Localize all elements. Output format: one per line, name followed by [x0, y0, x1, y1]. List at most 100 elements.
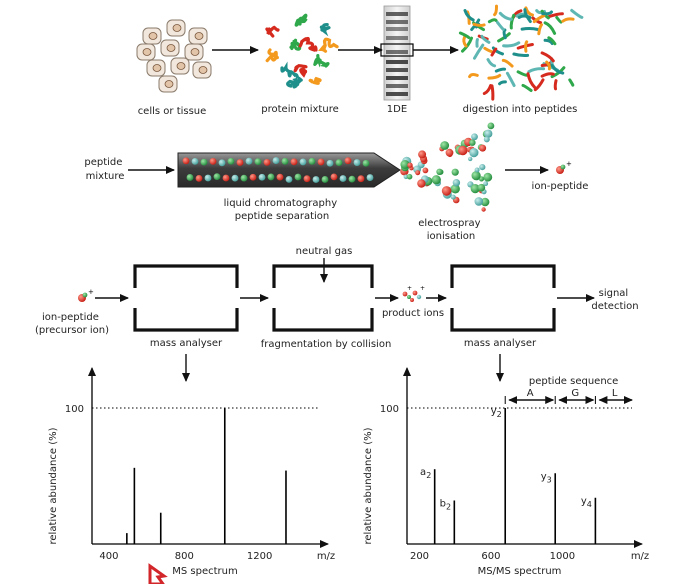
mass-analyser-2-box	[450, 264, 556, 332]
peptide-fragment	[490, 84, 495, 101]
peptide-fragment	[540, 51, 555, 63]
peptide-fragment	[472, 22, 486, 27]
signal-line2: detection	[591, 301, 638, 312]
spray-droplet	[436, 168, 443, 175]
spray-droplet	[451, 168, 459, 176]
peptide-fragment	[493, 4, 499, 17]
peptide-fragment	[494, 67, 507, 73]
chart-title: MS/MS spectrum	[478, 566, 562, 577]
spray-droplet	[479, 164, 486, 171]
gel-band	[386, 12, 408, 16]
peptide-fragment	[515, 12, 526, 18]
protein-blob	[319, 23, 331, 37]
mass-analyser-1-label: mass analyser	[150, 338, 223, 349]
peptide-fragment	[473, 43, 485, 60]
peptide-fragment	[540, 72, 555, 78]
protein-blob	[313, 54, 330, 68]
peptide-fragment	[524, 40, 529, 53]
svg-text:+: +	[566, 160, 572, 168]
spray-droplet	[418, 150, 427, 159]
lc-line2: peptide separation	[235, 211, 329, 222]
peak-label: b2	[440, 498, 451, 511]
spray-droplet	[400, 160, 410, 169]
spray-droplet	[470, 184, 480, 194]
peptide-fragment	[545, 60, 552, 71]
protein-blob	[298, 36, 318, 52]
x-tick-label: 1000	[550, 551, 575, 562]
cell	[160, 39, 180, 57]
lc-bead	[335, 159, 343, 167]
peptide-fragment	[487, 73, 502, 80]
peak-label: a2	[420, 467, 431, 480]
peptide-fragment	[521, 83, 533, 92]
peptide-fragment	[458, 31, 471, 39]
peptide-fragment	[486, 58, 497, 68]
spray-droplet	[450, 184, 460, 194]
peptide-fragment	[480, 34, 491, 44]
electrospray-plume	[400, 122, 495, 212]
peptide-fragment	[501, 58, 514, 68]
spray-droplet	[477, 183, 486, 192]
lc-bead	[312, 176, 320, 183]
spray-droplet	[487, 122, 495, 130]
spray-droplet	[471, 171, 481, 181]
peptide-fragment	[502, 28, 507, 40]
mass-analyser-1-box	[133, 264, 239, 332]
lc-bead	[348, 175, 356, 183]
product-ions-icon: ++	[402, 285, 425, 302]
mouse-cursor-icon	[148, 563, 168, 584]
protein-blob	[286, 76, 302, 89]
lc-bead	[240, 174, 248, 182]
x-tick-label: 600	[481, 551, 500, 562]
lc-bead	[200, 158, 208, 166]
x-axis-label: m/z	[317, 551, 335, 562]
spray-droplet	[406, 173, 413, 180]
lc-bead	[276, 173, 284, 181]
esi-line2: ionisation	[427, 231, 476, 242]
lc-bead	[285, 175, 293, 183]
cell	[170, 57, 190, 75]
lc-bead	[321, 176, 329, 183]
chart-title: MS spectrum	[172, 566, 237, 577]
ion-peptide-label: ion-peptide	[532, 181, 589, 192]
spray-droplet	[440, 141, 450, 150]
peptide-fragment	[498, 11, 513, 21]
peptide-fragment	[516, 70, 528, 77]
cell	[184, 43, 204, 61]
peptide-fragment	[524, 6, 534, 17]
lc-bead	[294, 173, 302, 181]
peptide-fragment	[461, 36, 473, 53]
peptide-fragment	[520, 27, 540, 31]
protein-blob	[318, 37, 339, 53]
peptide-fragment	[570, 8, 584, 19]
peptide-fragment	[543, 38, 554, 45]
lc-bead	[317, 158, 325, 166]
lc-bead	[357, 175, 365, 183]
spray-droplet	[415, 170, 421, 176]
cells-label: cells or tissue	[138, 106, 207, 117]
precursor-ion-icon: +	[78, 288, 94, 302]
esi-line1: electrospray	[418, 218, 480, 229]
lc-bead	[254, 158, 262, 166]
lc-bead	[222, 174, 230, 182]
protein-mixture-illustration	[265, 13, 339, 89]
ion-peptide-icon: +	[556, 160, 572, 174]
spray-droplet	[471, 133, 478, 141]
peptide-fragment	[498, 80, 507, 86]
peptide-mixture-label: peptide mixture	[84, 157, 125, 182]
svg-text:+: +	[407, 285, 412, 292]
lc-column	[177, 152, 401, 188]
lc-bead	[353, 159, 361, 166]
spray-droplet	[479, 144, 487, 152]
peptide-fragment	[550, 63, 565, 75]
lc-bead	[245, 157, 253, 165]
cell	[158, 75, 178, 93]
x-tick-label: 200	[410, 551, 429, 562]
lc-bead	[191, 157, 199, 165]
peptide-fragment	[512, 52, 530, 57]
peptide-fragment	[462, 35, 468, 48]
lc-bead	[182, 157, 190, 165]
peptide-fragment	[547, 36, 557, 46]
peptide-mixture-line1: peptide	[84, 157, 122, 168]
